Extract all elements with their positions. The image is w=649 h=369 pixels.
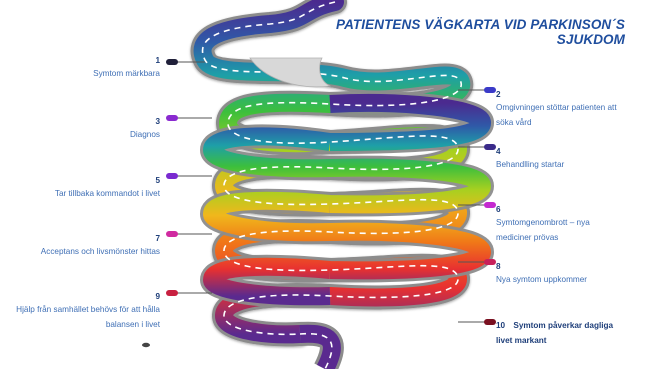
step-1: 1 Symtom märkbara [10,56,160,81]
step-7-number: 7 [155,234,160,243]
step-5: 5 Tar tillbaka kommandot i livet [10,176,160,201]
step-1-label: Symtom märkbara [93,69,160,78]
step-6-number: 6 [496,205,501,214]
step-9-label: Hjälp från samhället behövs för att håll… [16,305,160,329]
step-2-number: 2 [496,90,501,99]
step-10: 10 Symtom påverkar dagliga livet markant [496,318,616,348]
step-9-number: 9 [155,292,160,301]
step-7: 7 Acceptans och livsmönster hittas [10,234,160,259]
step-7-label: Acceptans och livsmönster hittas [40,247,160,256]
step-8-label: Nya symtom uppkommer [496,275,587,284]
road-end-surface [299,324,341,369]
step-4-number: 4 [496,147,501,156]
step-6-label: Symtomgenombrott – nya mediciner prövas [496,218,590,242]
step-6: 6 Symtomgenombrott – nya mediciner pröva… [496,205,616,245]
step-10-label: Symtom påverkar dagliga livet markant [496,321,614,345]
page-title: PATIENTENS VÄGKARTA VID PARKINSON´S SJUK… [335,17,625,47]
step-10-number: 10 [496,321,506,330]
page-curl [249,57,332,88]
step-8: 8 Nya symtom uppkommer [496,262,649,287]
step-3: 3 Diagnos [10,117,160,142]
step-3-label: Diagnos [129,130,160,139]
step-3-number: 3 [155,117,160,126]
road-loops-surface [202,93,492,306]
step-5-label: Tar tillbaka kommandot i livet [54,189,160,198]
step-9: 9 Hjälp från samhället behövs för att hå… [10,292,160,332]
step-4: 4 Behandlling startar [496,147,649,172]
step-4-label: Behandlling startar [496,160,565,169]
step-8-number: 8 [496,262,501,271]
step-2: 2 Omgivningen stöttar patienten att söka… [496,90,636,130]
connector-pins [142,59,496,348]
step-2-label: Omgivningen stöttar patienten att söka v… [496,103,617,127]
step-5-number: 5 [155,176,160,185]
step-1-number: 1 [155,56,160,65]
